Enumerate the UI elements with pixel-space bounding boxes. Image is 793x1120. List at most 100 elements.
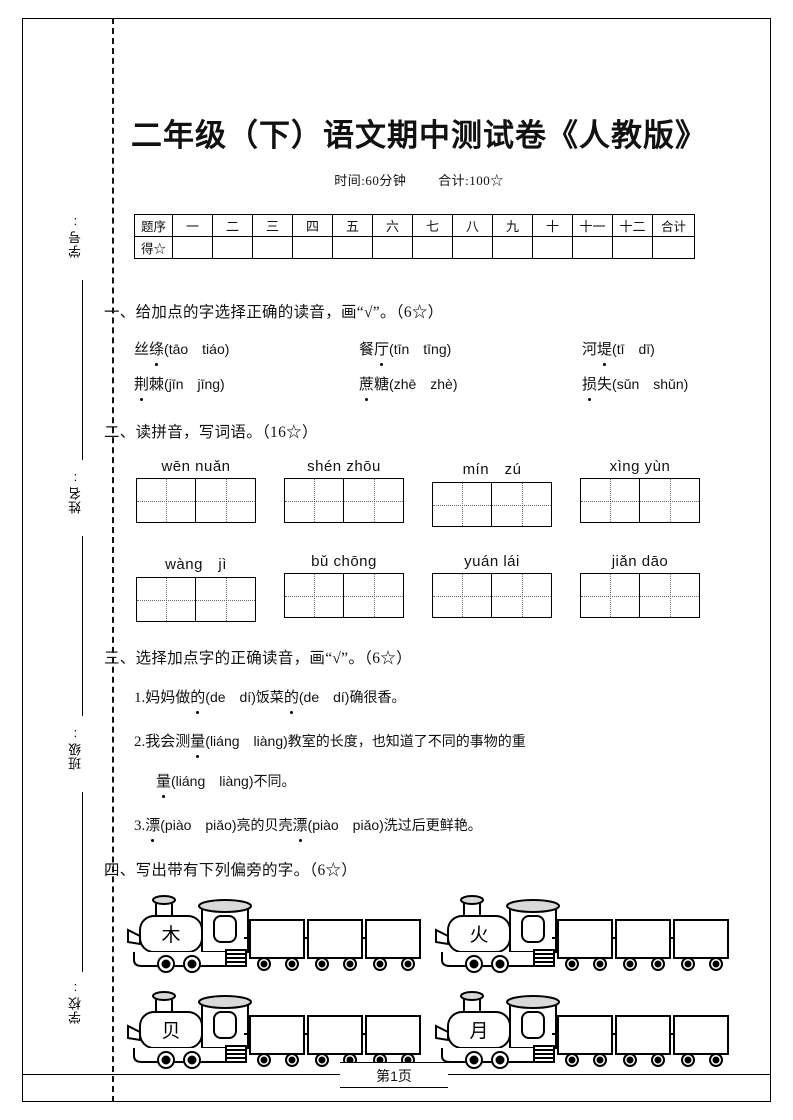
section-3-heading: 三、选择加点字的正确读音，画“√”。（6☆）	[104, 650, 412, 667]
score-cell-8[interactable]	[452, 236, 493, 259]
character-grid-8[interactable]	[580, 573, 700, 618]
q3-number: 3.	[134, 818, 146, 834]
footer-rule-left	[22, 1074, 340, 1075]
s1-i1-pre: 丝	[134, 342, 150, 358]
q1-p0: 妈妈做	[145, 690, 191, 706]
grid-cell[interactable]	[433, 574, 493, 617]
character-grid-7[interactable]	[432, 573, 552, 618]
character-grid-1[interactable]	[136, 478, 256, 523]
score-cell-4[interactable]	[292, 236, 333, 259]
q3-dotted-char-1: 漂	[145, 814, 160, 842]
grid-cell[interactable]	[492, 483, 551, 526]
section-1-heading: 一、给加点的字选择正确的读音，画“√”。（6☆）	[104, 304, 444, 321]
q2-cont[interactable]: (liáng liàng)不同。	[171, 773, 296, 789]
page-title: 二年级（下）语文期中测试卷《人教版》	[131, 118, 707, 153]
grid-cell[interactable]	[344, 574, 403, 617]
character-grid-4[interactable]	[580, 478, 700, 523]
train-2-radical: 火	[469, 925, 488, 946]
exam-meta: 时间:60分钟 合计:100☆	[104, 170, 734, 189]
grid-cell[interactable]	[581, 479, 641, 522]
grid-cell[interactable]	[344, 479, 403, 522]
q2-number: 2.	[134, 734, 146, 750]
grid-cell[interactable]	[581, 574, 641, 617]
score-cell-12[interactable]	[612, 236, 653, 259]
section-1-item-3: 河堤(tī dī)	[582, 338, 655, 366]
grid-cell[interactable]	[492, 574, 551, 617]
content-area: 二年级（下）语文期中测试卷《人教版》 时间:60分钟 合计:100☆ 题序 一 …	[104, 18, 764, 1102]
footer-rule-right	[448, 1074, 771, 1075]
page-number: 第1页	[340, 1062, 448, 1088]
train-4: 月	[434, 990, 734, 1077]
q1-p4[interactable]: (de dí)确很香。	[298, 689, 406, 705]
train-1-radical: 木	[161, 924, 180, 946]
grid-cell[interactable]	[285, 479, 345, 522]
q1-dotted-char-1: 的	[190, 686, 205, 714]
s1-i2-dotted-char: 厅	[374, 338, 389, 366]
score-cell-6[interactable]	[372, 236, 413, 259]
s1-i3-options[interactable]: (tī dī)	[612, 341, 655, 357]
pinyin-label-3: mín zú	[462, 461, 522, 478]
score-col-9: 九	[492, 214, 533, 237]
s1-i1-dotted-char: 绦	[149, 338, 164, 366]
train-1: 木	[126, 894, 426, 981]
character-grid-6[interactable]	[284, 573, 404, 618]
q3-p3[interactable]: (piào piǎo)洗过后更鲜艳。	[307, 817, 482, 833]
grid-cell[interactable]	[137, 578, 197, 621]
pinyin-label-8: jiǎn dāo	[611, 553, 669, 570]
grid-cell[interactable]	[196, 578, 255, 621]
s1-i6-options[interactable]: (sǔn shǔn)	[612, 376, 689, 392]
pinyin-word-1: wēn nuǎn	[136, 458, 256, 523]
character-grid-2[interactable]	[284, 478, 404, 523]
character-grid-3[interactable]	[432, 482, 552, 527]
grid-cell[interactable]	[433, 483, 493, 526]
score-cell-10[interactable]	[532, 236, 573, 259]
grid-cell[interactable]	[196, 479, 255, 522]
pinyin-label-4: xìng yùn	[609, 458, 671, 475]
q1-number: 1.	[134, 690, 146, 706]
score-table-header-question: 题序	[134, 214, 173, 237]
margin-label-student-id: 学号:	[68, 214, 83, 258]
score-col-4: 四	[292, 214, 333, 237]
score-cell-5[interactable]	[332, 236, 373, 259]
q2-dotted-char-1: 量	[190, 730, 205, 758]
score-col-10: 十	[532, 214, 573, 237]
s1-i2-options[interactable]: (tīn tīng)	[389, 341, 452, 357]
score-col-7: 七	[412, 214, 453, 237]
grid-cell[interactable]	[640, 574, 699, 617]
score-cell-11[interactable]	[572, 236, 613, 259]
pinyin-word-6: bǔ chōng	[284, 553, 404, 618]
section-1-item-2: 餐厅(tīn tīng)	[359, 338, 452, 366]
q3-p1[interactable]: (piào piǎo)亮的贝壳	[160, 817, 293, 833]
s1-i1-options[interactable]: (tāo tiáo)	[164, 341, 230, 357]
s1-i3-pre: 河	[582, 342, 598, 358]
grid-cell[interactable]	[137, 479, 197, 522]
s1-i4-options[interactable]: (jīn jīng)	[164, 376, 225, 392]
score-col-5: 五	[332, 214, 373, 237]
score-cell-2[interactable]	[212, 236, 253, 259]
score-col-11: 十一	[572, 214, 613, 237]
pinyin-word-2: shén zhōu	[284, 458, 404, 523]
page-border	[22, 18, 771, 1102]
time-label: 时间:60分钟	[334, 173, 407, 188]
train-2: 火	[434, 894, 734, 981]
grid-cell[interactable]	[285, 574, 345, 617]
q1-dotted-char-2: 的	[284, 686, 299, 714]
score-cell-1[interactable]	[172, 236, 213, 259]
character-grid-5[interactable]	[136, 577, 256, 622]
s1-i6-post: 失	[597, 377, 613, 393]
section-4-heading: 四、写出带有下列偏旁的字。（6☆）	[104, 862, 358, 879]
table-row-question-numbers: 题序 一 二 三 四 五 六 七 八 九 十 十一 十二 合计	[134, 214, 695, 237]
score-col-6: 六	[372, 214, 413, 237]
score-col-8: 八	[452, 214, 493, 237]
score-cell-9[interactable]	[492, 236, 533, 259]
pinyin-word-8: jiǎn dāo	[580, 553, 700, 618]
train-illustration-4: 月	[435, 991, 729, 1069]
grid-cell[interactable]	[640, 479, 699, 522]
score-cell-total[interactable]	[652, 236, 695, 259]
q1-p2[interactable]: (de dí)饭菜	[205, 689, 284, 705]
s1-i5-options[interactable]: (zhē zhè)	[389, 376, 458, 392]
s1-i4-dotted-char: 荆	[134, 373, 149, 401]
score-cell-3[interactable]	[252, 236, 293, 259]
score-cell-7[interactable]	[412, 236, 453, 259]
q2-p2[interactable]: (liáng liàng)教室的长度，也知道了不同的事物的重	[205, 733, 526, 749]
